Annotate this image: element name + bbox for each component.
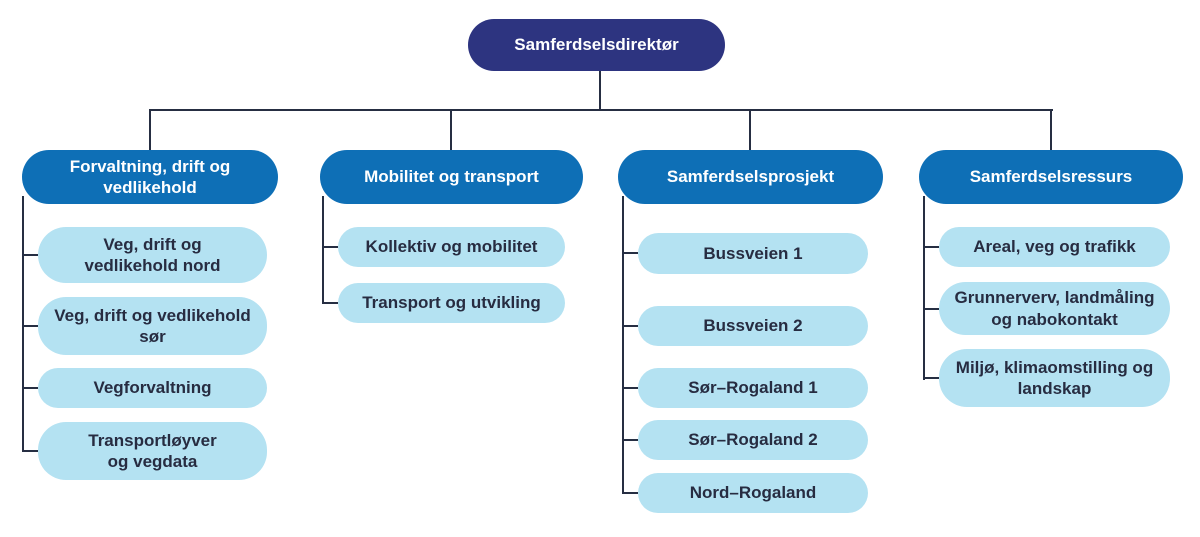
child-node: Transport og utvikling bbox=[338, 283, 565, 323]
child-node: Bussveien 1 bbox=[638, 233, 868, 274]
connector-col3-spine bbox=[622, 196, 624, 494]
connector-col3-stub bbox=[622, 439, 638, 441]
child-node: Vegforvaltning bbox=[38, 368, 267, 408]
child-node: Veg, drift og vedlikehold sør bbox=[38, 297, 267, 355]
connector-col1-stub bbox=[22, 450, 38, 452]
connector-col1-spine bbox=[22, 196, 24, 452]
child-node: Transportløyver og vegdata bbox=[38, 422, 267, 480]
connector-col1-stub bbox=[22, 254, 38, 256]
child-node: Veg, drift og vedlikehold nord bbox=[38, 227, 267, 283]
connector-col2-stub bbox=[322, 302, 338, 304]
child-node: Kollektiv og mobilitet bbox=[338, 227, 565, 267]
connector-drop-col2 bbox=[450, 109, 452, 151]
connector-col4-stub bbox=[923, 377, 939, 379]
root-node-samferdselsdirektor: Samferdselsdirektør bbox=[468, 19, 725, 71]
child-node: Sør–Rogaland 2 bbox=[638, 420, 868, 460]
connector-bus bbox=[149, 109, 1053, 111]
connector-col1-stub bbox=[22, 387, 38, 389]
connector-col4-spine bbox=[923, 196, 925, 380]
child-node: Bussveien 2 bbox=[638, 306, 868, 346]
child-node: Miljø, klimaomstilling og landskap bbox=[939, 349, 1170, 407]
connector-col1-stub bbox=[22, 325, 38, 327]
connector-drop-col1 bbox=[149, 109, 151, 151]
child-node: Grunnerverv, landmåling og nabokontakt bbox=[939, 282, 1170, 335]
child-node: Nord–Rogaland bbox=[638, 473, 868, 513]
child-node: Areal, veg og trafikk bbox=[939, 227, 1170, 267]
connector-col3-stub bbox=[622, 387, 638, 389]
connector-drop-col4 bbox=[1050, 109, 1052, 151]
connector-col2-spine bbox=[322, 196, 324, 304]
branch-header-forvaltning-drift-og-vedlikehold: Forvaltning, drift og vedlikehold bbox=[22, 150, 278, 204]
child-node: Sør–Rogaland 1 bbox=[638, 368, 868, 408]
connector-col4-stub bbox=[923, 246, 939, 248]
connector-col2-stub bbox=[322, 246, 338, 248]
branch-header-mobilitet-og-transport: Mobilitet og transport bbox=[320, 150, 583, 204]
connector-col3-stub bbox=[622, 252, 638, 254]
branch-header-samferdselsprosjekt: Samferdselsprosjekt bbox=[618, 150, 883, 204]
connector-col4-stub bbox=[923, 308, 939, 310]
connector-col3-stub bbox=[622, 325, 638, 327]
connector-root-drop bbox=[599, 71, 601, 110]
connector-col3-stub bbox=[622, 492, 638, 494]
branch-header-samferdselsressurs: Samferdselsressurs bbox=[919, 150, 1183, 204]
connector-drop-col3 bbox=[749, 109, 751, 151]
